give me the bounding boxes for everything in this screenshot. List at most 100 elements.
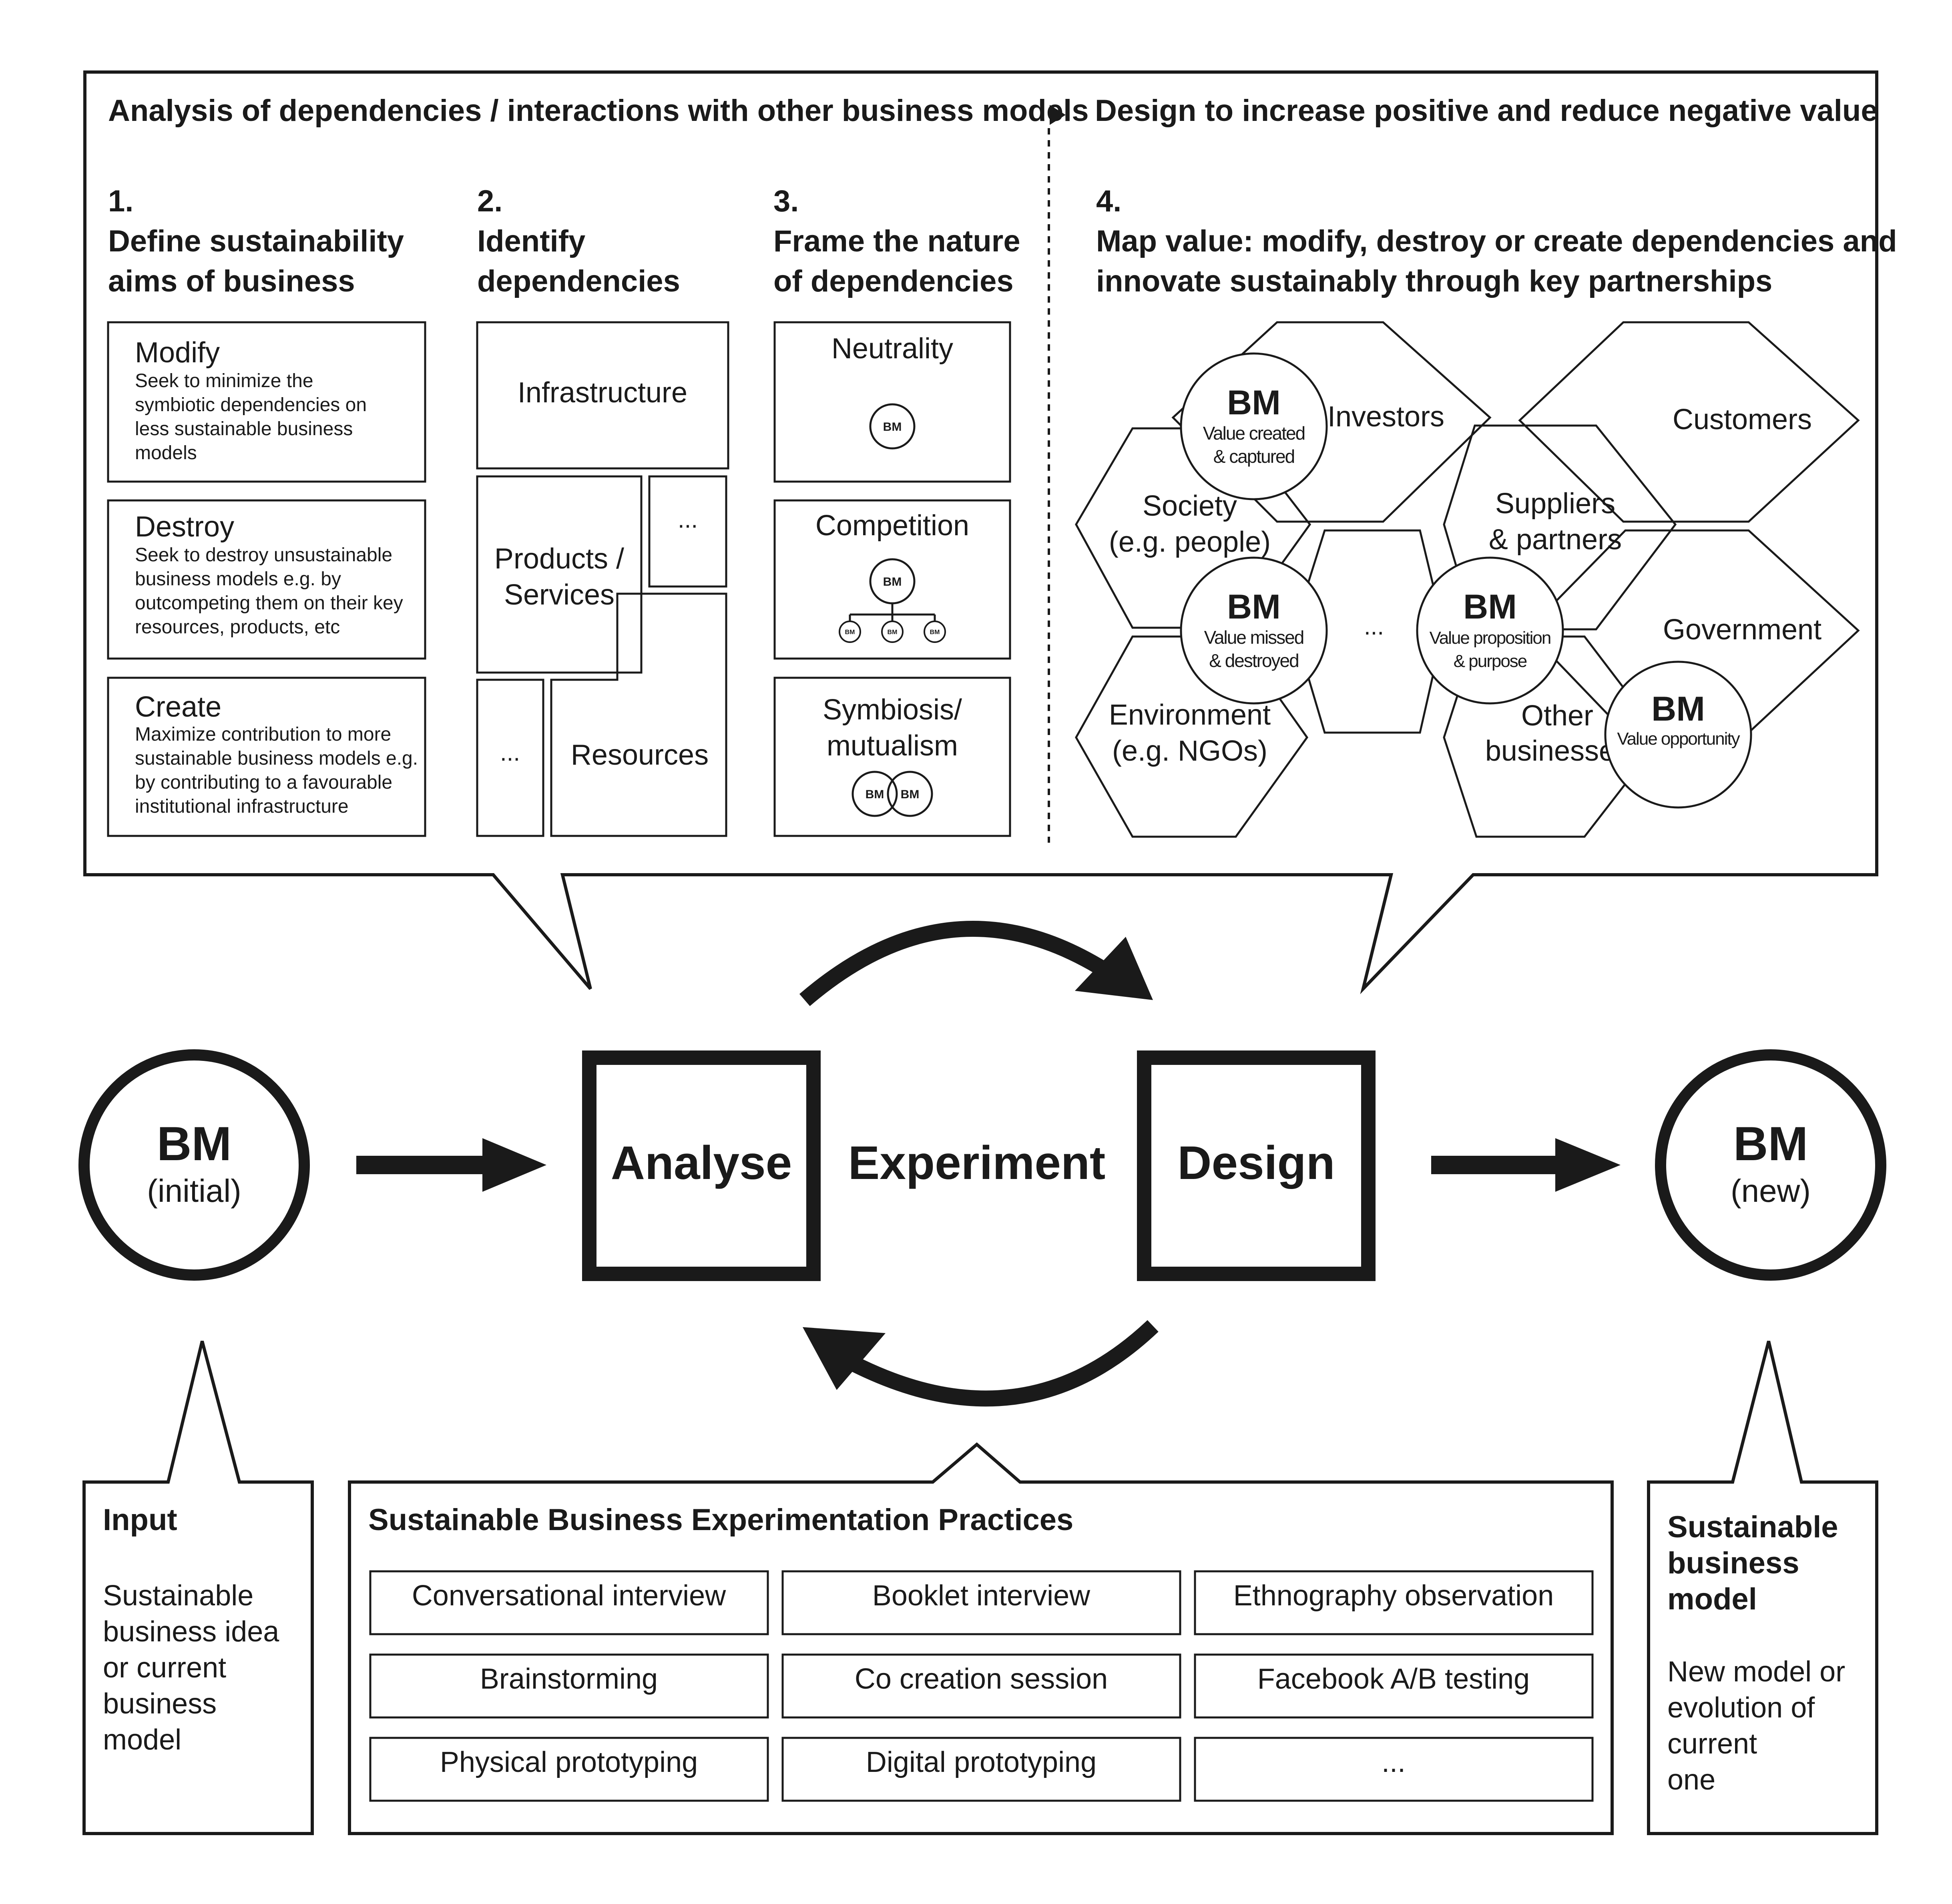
symbiosis-box: Symbiosis/ mutualism BM BM — [773, 677, 1011, 837]
step-1-title-line1: Define sustainability — [108, 224, 404, 258]
experiment-label: Experiment — [848, 1137, 1106, 1189]
symbiosis-label-line2: mutualism — [827, 730, 958, 762]
practice-label: Digital prototyping — [866, 1746, 1096, 1778]
bm-symbiosis-label: BM — [866, 788, 884, 801]
infrastructure-box — [476, 321, 729, 470]
bm-neutral-icon — [869, 403, 916, 450]
dependency-other-box — [476, 679, 544, 837]
bm-initial-sublabel: (initial) — [147, 1173, 241, 1209]
hexagon-investors — [1171, 321, 1492, 523]
value-circle-missed: BM Value missed & destroyed — [1180, 556, 1328, 705]
input-line: model — [103, 1724, 181, 1756]
bm-small-icon — [924, 621, 946, 643]
step-3-number: 3. — [773, 184, 799, 218]
value-circle-text: Value proposition — [1430, 628, 1551, 648]
input-line: business — [103, 1688, 217, 1720]
bm-symbiosis-icon — [887, 771, 933, 817]
value-circle-opportunity: BM Value opportunity — [1604, 661, 1752, 809]
step-1-title-line2: aims of business — [108, 264, 355, 298]
practice-label: Physical prototyping — [440, 1746, 698, 1778]
hexagon-customers — [1518, 321, 1860, 523]
aim-create-line: by contributing to a favourable — [135, 772, 392, 793]
suppliers-label-line1: Suppliers — [1495, 488, 1615, 520]
practice-label: Facebook A/B testing — [1257, 1663, 1530, 1695]
value-circle-text: Value created — [1203, 423, 1305, 444]
analyse-label: Analyse — [611, 1137, 792, 1189]
aim-destroy-line: outcompeting them on their key — [135, 592, 403, 614]
hexagon-suppliers — [1443, 424, 1677, 631]
aim-modify-title: Modify — [135, 337, 220, 369]
bm-small-label: BM — [845, 629, 855, 636]
step-3-title-line1: Frame the nature — [773, 224, 1020, 258]
value-circle-bm: BM — [1651, 690, 1705, 728]
input-arrow — [356, 1138, 546, 1192]
infrastructure-label: Infrastructure — [518, 377, 687, 409]
government-label: Government — [1663, 614, 1821, 646]
value-circle-bm: BM — [1227, 588, 1281, 626]
output-line: one — [1667, 1764, 1715, 1796]
dependency-more-box — [648, 475, 727, 588]
investors-label: Investors — [1327, 401, 1444, 433]
practice-cell — [369, 1737, 769, 1802]
practice-label: Conversational interview — [412, 1580, 726, 1612]
analysis-heading: Analysis of dependencies / interactions … — [108, 94, 1088, 128]
value-circle-text: Value missed — [1204, 627, 1304, 648]
practices-grid: Conversational interview Booklet intervi… — [369, 1570, 1594, 1802]
bm-new-circle: BM (new) — [1655, 1049, 1886, 1281]
input-callout-frame — [82, 1340, 314, 1835]
value-circle-created: BM Value created & captured — [1180, 352, 1328, 500]
resources-box — [550, 592, 727, 837]
value-circle-bm: BM — [1463, 588, 1517, 626]
bm-small-icon — [839, 621, 861, 643]
bm-small-icon — [881, 621, 904, 643]
practice-label: Booklet interview — [872, 1580, 1090, 1612]
other-businesses-label-line1: Other — [1521, 700, 1593, 732]
hexagon-other-businesses — [1443, 635, 1663, 838]
value-circle-bm: BM — [1227, 384, 1281, 422]
society-label-line1: Society — [1143, 490, 1237, 522]
dependency-more-label: ... — [678, 506, 698, 533]
practice-label: Brainstorming — [480, 1663, 658, 1695]
products-services-box — [476, 475, 643, 674]
environment-label-line1: Environment — [1109, 699, 1271, 731]
bm-symbiosis-icon — [851, 771, 898, 817]
dependency-other-label: ... — [500, 739, 520, 766]
bm-small-label: BM — [930, 629, 940, 636]
practice-cell — [1194, 1653, 1594, 1719]
output-arrow — [1431, 1138, 1621, 1192]
aim-destroy-title: Destroy — [135, 511, 234, 543]
bm-symbiosis-label: BM — [901, 788, 920, 801]
value-circle-text: & captured — [1213, 446, 1294, 467]
middle-hexagon-label: ... — [1364, 613, 1384, 640]
competition-label: Competition — [815, 510, 969, 542]
products-label-line1: Products / — [494, 543, 624, 575]
step-4-title-line2: innovate sustainably through key partner… — [1096, 264, 1772, 298]
aim-create-title: Create — [135, 691, 221, 723]
input-line: Sustainable — [103, 1580, 253, 1612]
step-4-number: 4. — [1096, 184, 1121, 218]
neutrality-label: Neutrality — [831, 333, 953, 365]
practice-cell — [781, 1570, 1181, 1635]
step-2-number: 2. — [477, 184, 502, 218]
output-line: New model or — [1667, 1656, 1845, 1688]
input-line: or current — [103, 1652, 226, 1684]
value-circle-text: & destroyed — [1209, 650, 1298, 671]
top-callout-frame — [83, 70, 1878, 994]
step-2-title-line2: dependencies — [477, 264, 680, 298]
aim-create-line: Maximize contribution to more — [135, 724, 391, 745]
aim-destroy-box: Destroy Seek to destroy unsustainable bu… — [107, 499, 426, 660]
competition-tree-lines — [849, 603, 936, 621]
suppliers-label-line2: & partners — [1489, 524, 1622, 556]
output-callout-frame — [1647, 1341, 1878, 1835]
bm-neutral-label: BM — [883, 420, 902, 434]
input-title: Input — [103, 1503, 177, 1537]
cycle-arrow-bottom-head — [803, 1327, 886, 1390]
cycle-arrow-top — [799, 920, 1113, 1006]
practice-label: Co creation session — [855, 1663, 1108, 1695]
aim-destroy-line: business models e.g. by — [135, 568, 341, 590]
design-heading: Design to increase positive and reduce n… — [1095, 94, 1878, 128]
bm-competitor-label: BM — [883, 575, 902, 588]
step-2-title-line1: Identify — [477, 224, 585, 258]
output-title-line: business — [1667, 1546, 1799, 1580]
